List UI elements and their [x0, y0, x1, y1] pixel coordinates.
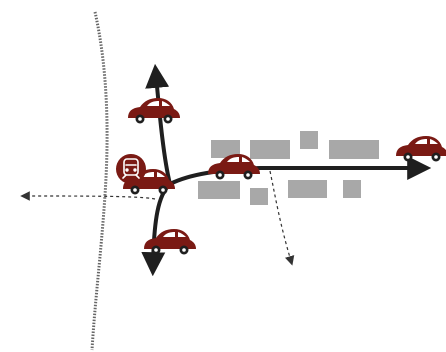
- building-block: [211, 140, 240, 158]
- dotted-boundary-line: [90, 11, 109, 351]
- building-block: [250, 188, 268, 205]
- road-north-arrow: [145, 63, 172, 186]
- pedestrian-path-west: [20, 191, 156, 201]
- building-block: [250, 140, 290, 159]
- building-block: [300, 131, 318, 149]
- building-block: [198, 181, 240, 199]
- building-block: [288, 180, 327, 198]
- building-blocks: [198, 131, 379, 205]
- building-block: [329, 140, 379, 159]
- pedestrian-path-south: [269, 170, 295, 266]
- building-block: [343, 180, 361, 198]
- car-icon: [144, 229, 196, 255]
- car-icon: [396, 136, 446, 162]
- car-icon: [128, 98, 180, 124]
- station-badge: [116, 154, 146, 184]
- train-icon: [122, 158, 140, 179]
